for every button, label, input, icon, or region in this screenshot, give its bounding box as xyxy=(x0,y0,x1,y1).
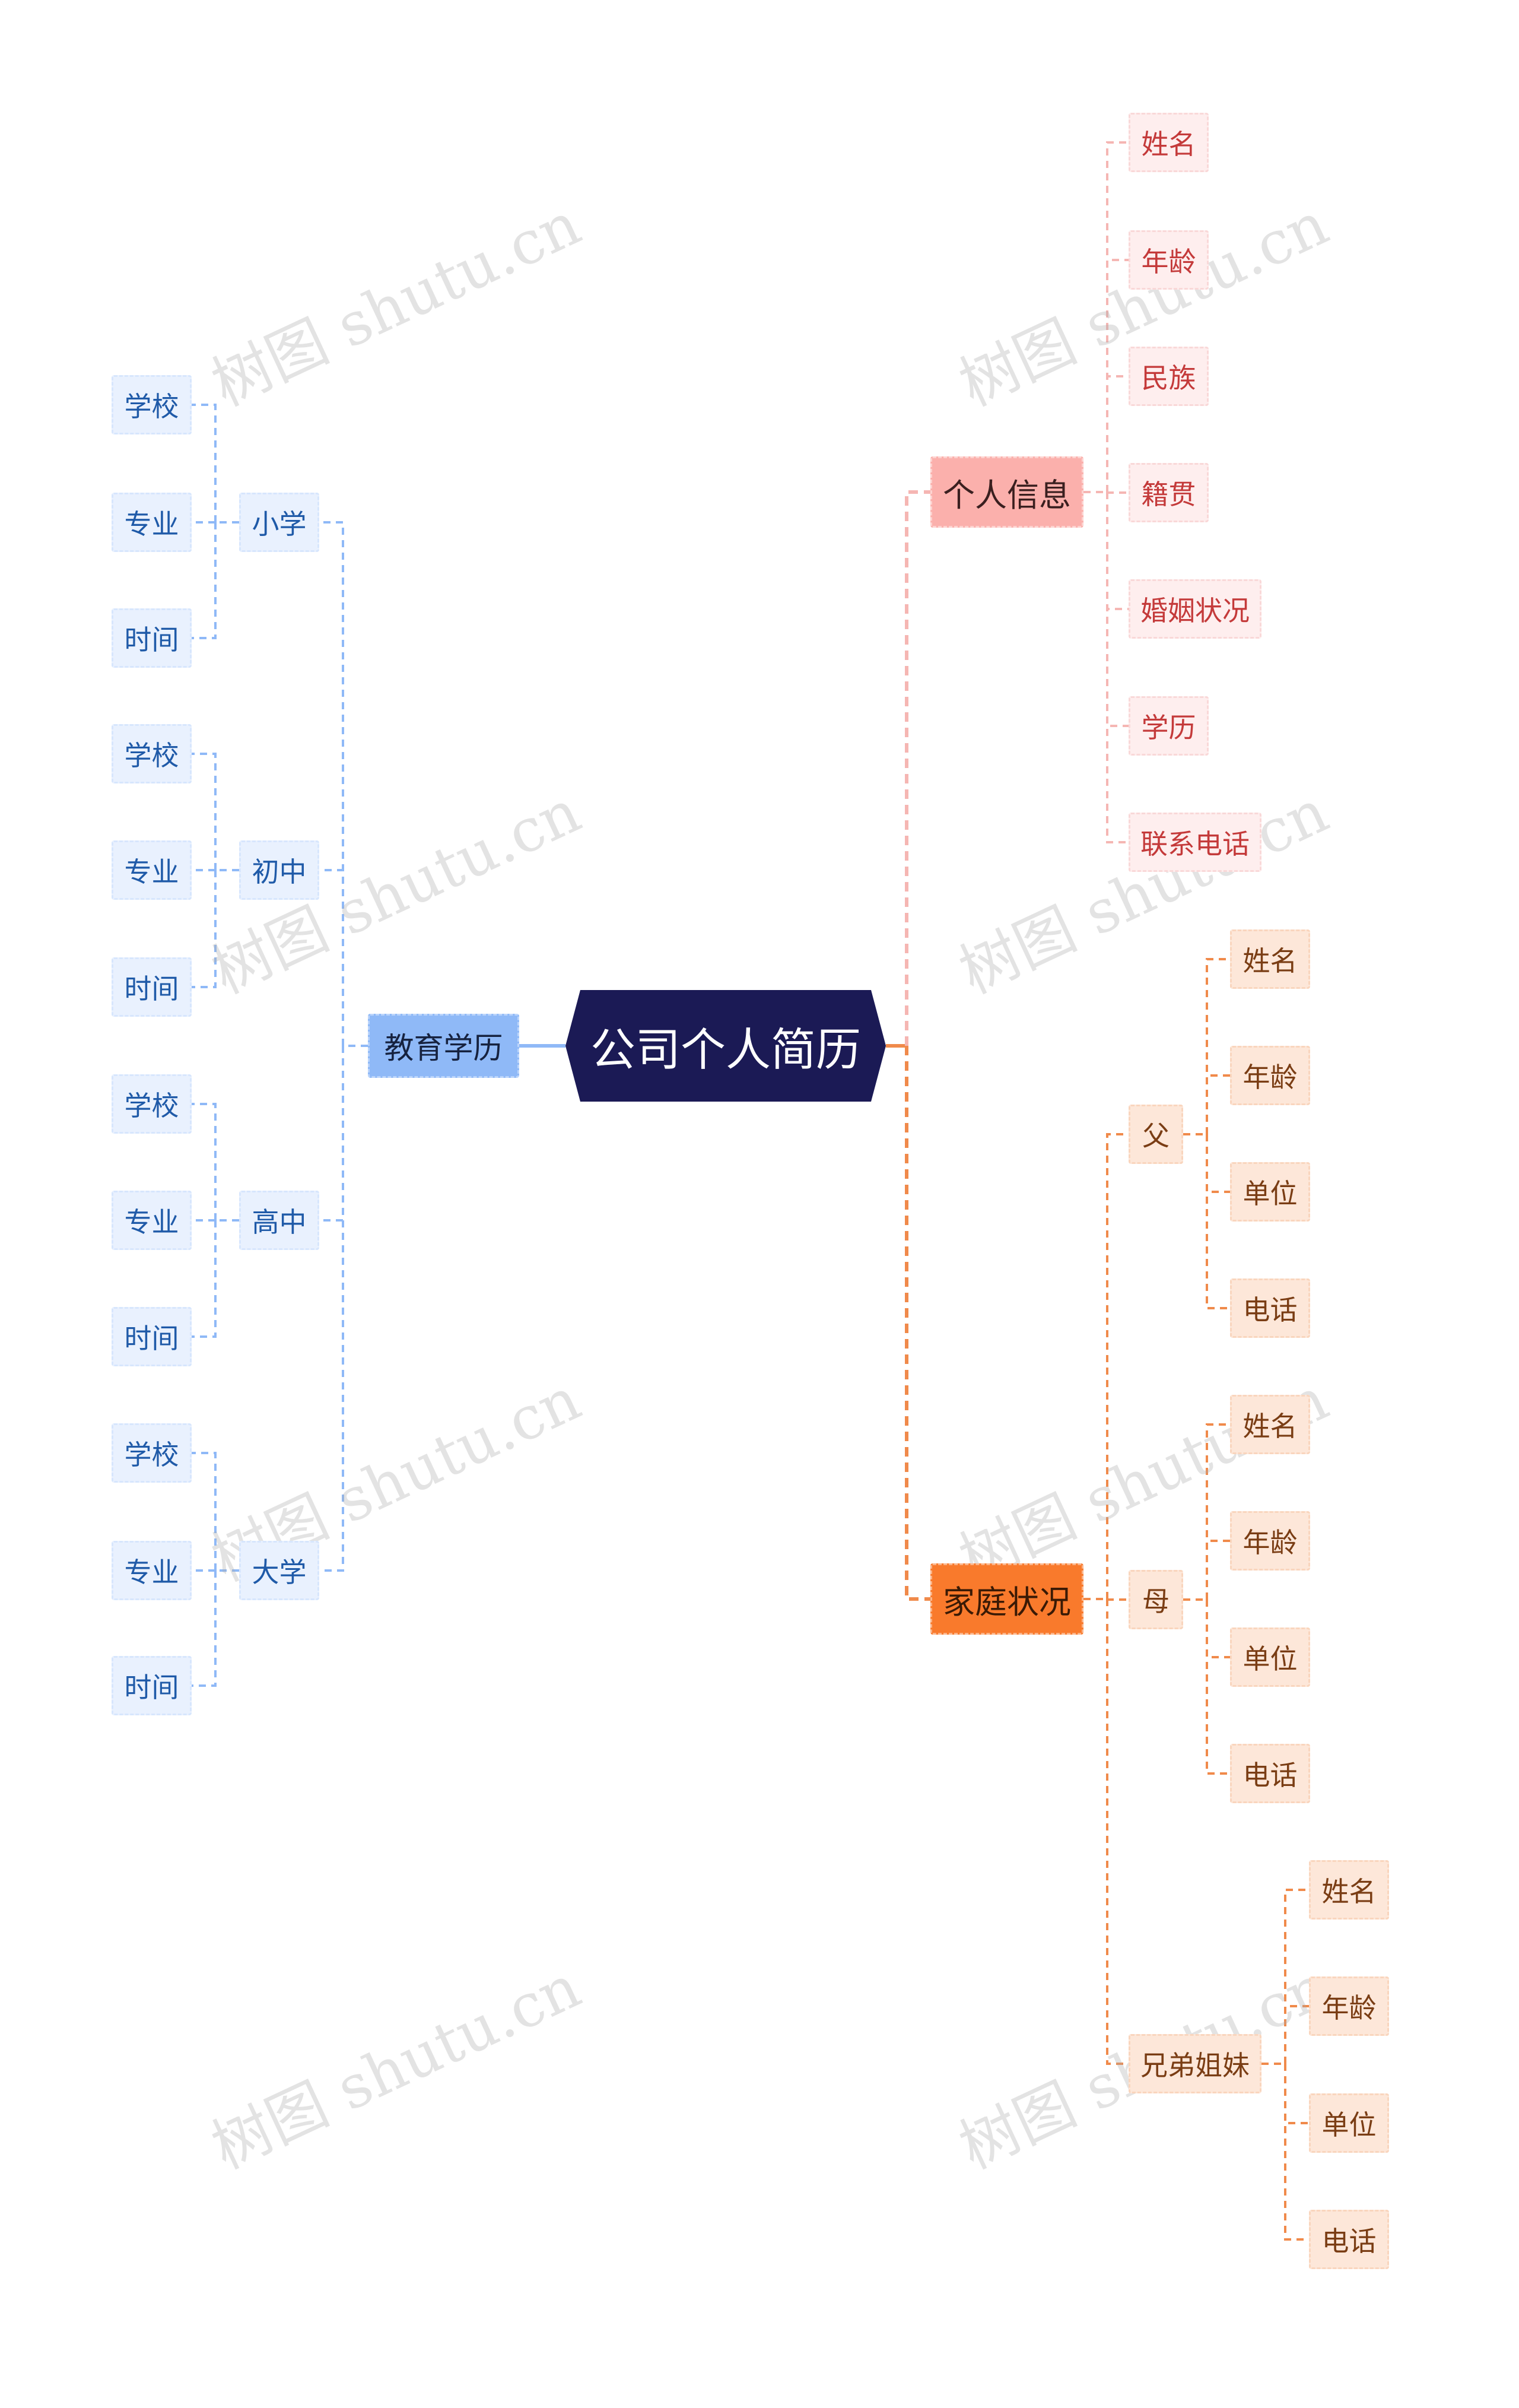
connector-branch xyxy=(192,870,217,988)
family-member-father[interactable]: 父 xyxy=(1129,1105,1183,1164)
family-field[interactable]: 电话 xyxy=(1230,1744,1310,1803)
connector-branch xyxy=(1284,2005,1309,2064)
education-field[interactable]: 学校 xyxy=(112,375,192,434)
education-field[interactable]: 学校 xyxy=(112,1074,192,1134)
education-field[interactable]: 时间 xyxy=(112,608,192,668)
connector-branch xyxy=(1106,141,1129,492)
personal-field[interactable]: 姓名 xyxy=(1129,113,1209,172)
family-field[interactable]: 姓名 xyxy=(1230,1395,1310,1454)
connector-branch xyxy=(1206,958,1230,1134)
personal-field[interactable]: 学历 xyxy=(1129,696,1209,756)
connector-branch xyxy=(1106,492,1129,843)
personal-field[interactable]: 民族 xyxy=(1129,347,1209,406)
connector-branch xyxy=(1284,2064,1309,2124)
connector-branch xyxy=(319,869,344,1046)
branch-family[interactable]: 家庭状况 xyxy=(930,1563,1083,1635)
personal-field[interactable]: 年龄 xyxy=(1129,230,1209,290)
family-field[interactable]: 年龄 xyxy=(1309,1976,1389,2036)
connector-branch xyxy=(192,522,217,639)
connector-branch xyxy=(1284,1889,1309,2064)
education-field[interactable]: 专业 xyxy=(112,1191,192,1250)
connector-branch xyxy=(319,521,344,1046)
family-field[interactable]: 姓名 xyxy=(1230,929,1310,989)
connector-branch xyxy=(1206,1600,1230,1775)
personal-field[interactable]: 婚姻状况 xyxy=(1129,579,1261,639)
connector-root-family xyxy=(905,1046,930,1601)
education-stage-senior[interactable]: 高中 xyxy=(239,1191,319,1250)
connector-branch xyxy=(192,1103,217,1220)
family-member-siblings[interactable]: 兄弟姐妹 xyxy=(1129,2034,1261,2093)
connector-branch xyxy=(192,1220,217,1338)
connector-branch xyxy=(1206,1074,1230,1134)
education-field[interactable]: 时间 xyxy=(112,1656,192,1715)
connector-branch xyxy=(319,1046,344,1222)
root-node[interactable]: 公司个人简历 xyxy=(565,990,886,1102)
family-field[interactable]: 电话 xyxy=(1230,1278,1310,1338)
education-stage-primary[interactable]: 小学 xyxy=(239,493,319,552)
education-field[interactable]: 时间 xyxy=(112,957,192,1017)
branch-personal-info[interactable]: 个人信息 xyxy=(930,456,1083,528)
connector-branch xyxy=(1284,2064,1309,2241)
education-stage-junior[interactable]: 初中 xyxy=(239,840,319,900)
education-field[interactable]: 时间 xyxy=(112,1307,192,1366)
root-hexagon-shape xyxy=(565,990,886,1102)
family-field[interactable]: 姓名 xyxy=(1309,1860,1389,1920)
education-field[interactable]: 学校 xyxy=(112,724,192,783)
connector-branch xyxy=(1206,1600,1230,1658)
connector-branch xyxy=(1106,1133,1129,1599)
connector-branch xyxy=(1106,492,1129,610)
education-field[interactable]: 专业 xyxy=(112,1541,192,1600)
connector-root-personal xyxy=(905,490,930,1046)
education-field[interactable]: 专业 xyxy=(112,493,192,552)
connector-branch xyxy=(1206,1134,1230,1193)
connector-branch xyxy=(1106,491,1129,494)
connector-branch xyxy=(1106,1598,1129,1601)
connector-branch xyxy=(192,404,217,522)
education-stage-university[interactable]: 大学 xyxy=(239,1541,319,1600)
personal-field[interactable]: 联系电话 xyxy=(1129,813,1261,872)
connector-branch xyxy=(192,1571,217,1687)
branch-education[interactable]: 教育学历 xyxy=(368,1014,519,1078)
connector-branch xyxy=(1206,1423,1230,1600)
connector-branch xyxy=(1206,1134,1230,1309)
connector-branch xyxy=(319,1046,344,1572)
family-field[interactable]: 单位 xyxy=(1230,1162,1310,1222)
connector-branch xyxy=(192,753,217,870)
family-field[interactable]: 电话 xyxy=(1309,2210,1389,2269)
family-field[interactable]: 单位 xyxy=(1230,1627,1310,1687)
family-field[interactable]: 年龄 xyxy=(1230,1046,1310,1105)
family-field[interactable]: 单位 xyxy=(1309,2093,1389,2153)
education-field[interactable]: 专业 xyxy=(112,840,192,900)
family-field[interactable]: 年龄 xyxy=(1230,1511,1310,1571)
connector-branch xyxy=(192,1452,217,1571)
connector-branch xyxy=(1106,1599,1129,2065)
connector-branch xyxy=(1206,1540,1230,1600)
connector-branch xyxy=(1106,375,1129,492)
family-member-mother[interactable]: 母 xyxy=(1129,1570,1183,1629)
root-label: 公司个人简历 xyxy=(590,1023,861,1076)
personal-field[interactable]: 籍贯 xyxy=(1129,463,1209,522)
education-field[interactable]: 学校 xyxy=(112,1423,192,1483)
